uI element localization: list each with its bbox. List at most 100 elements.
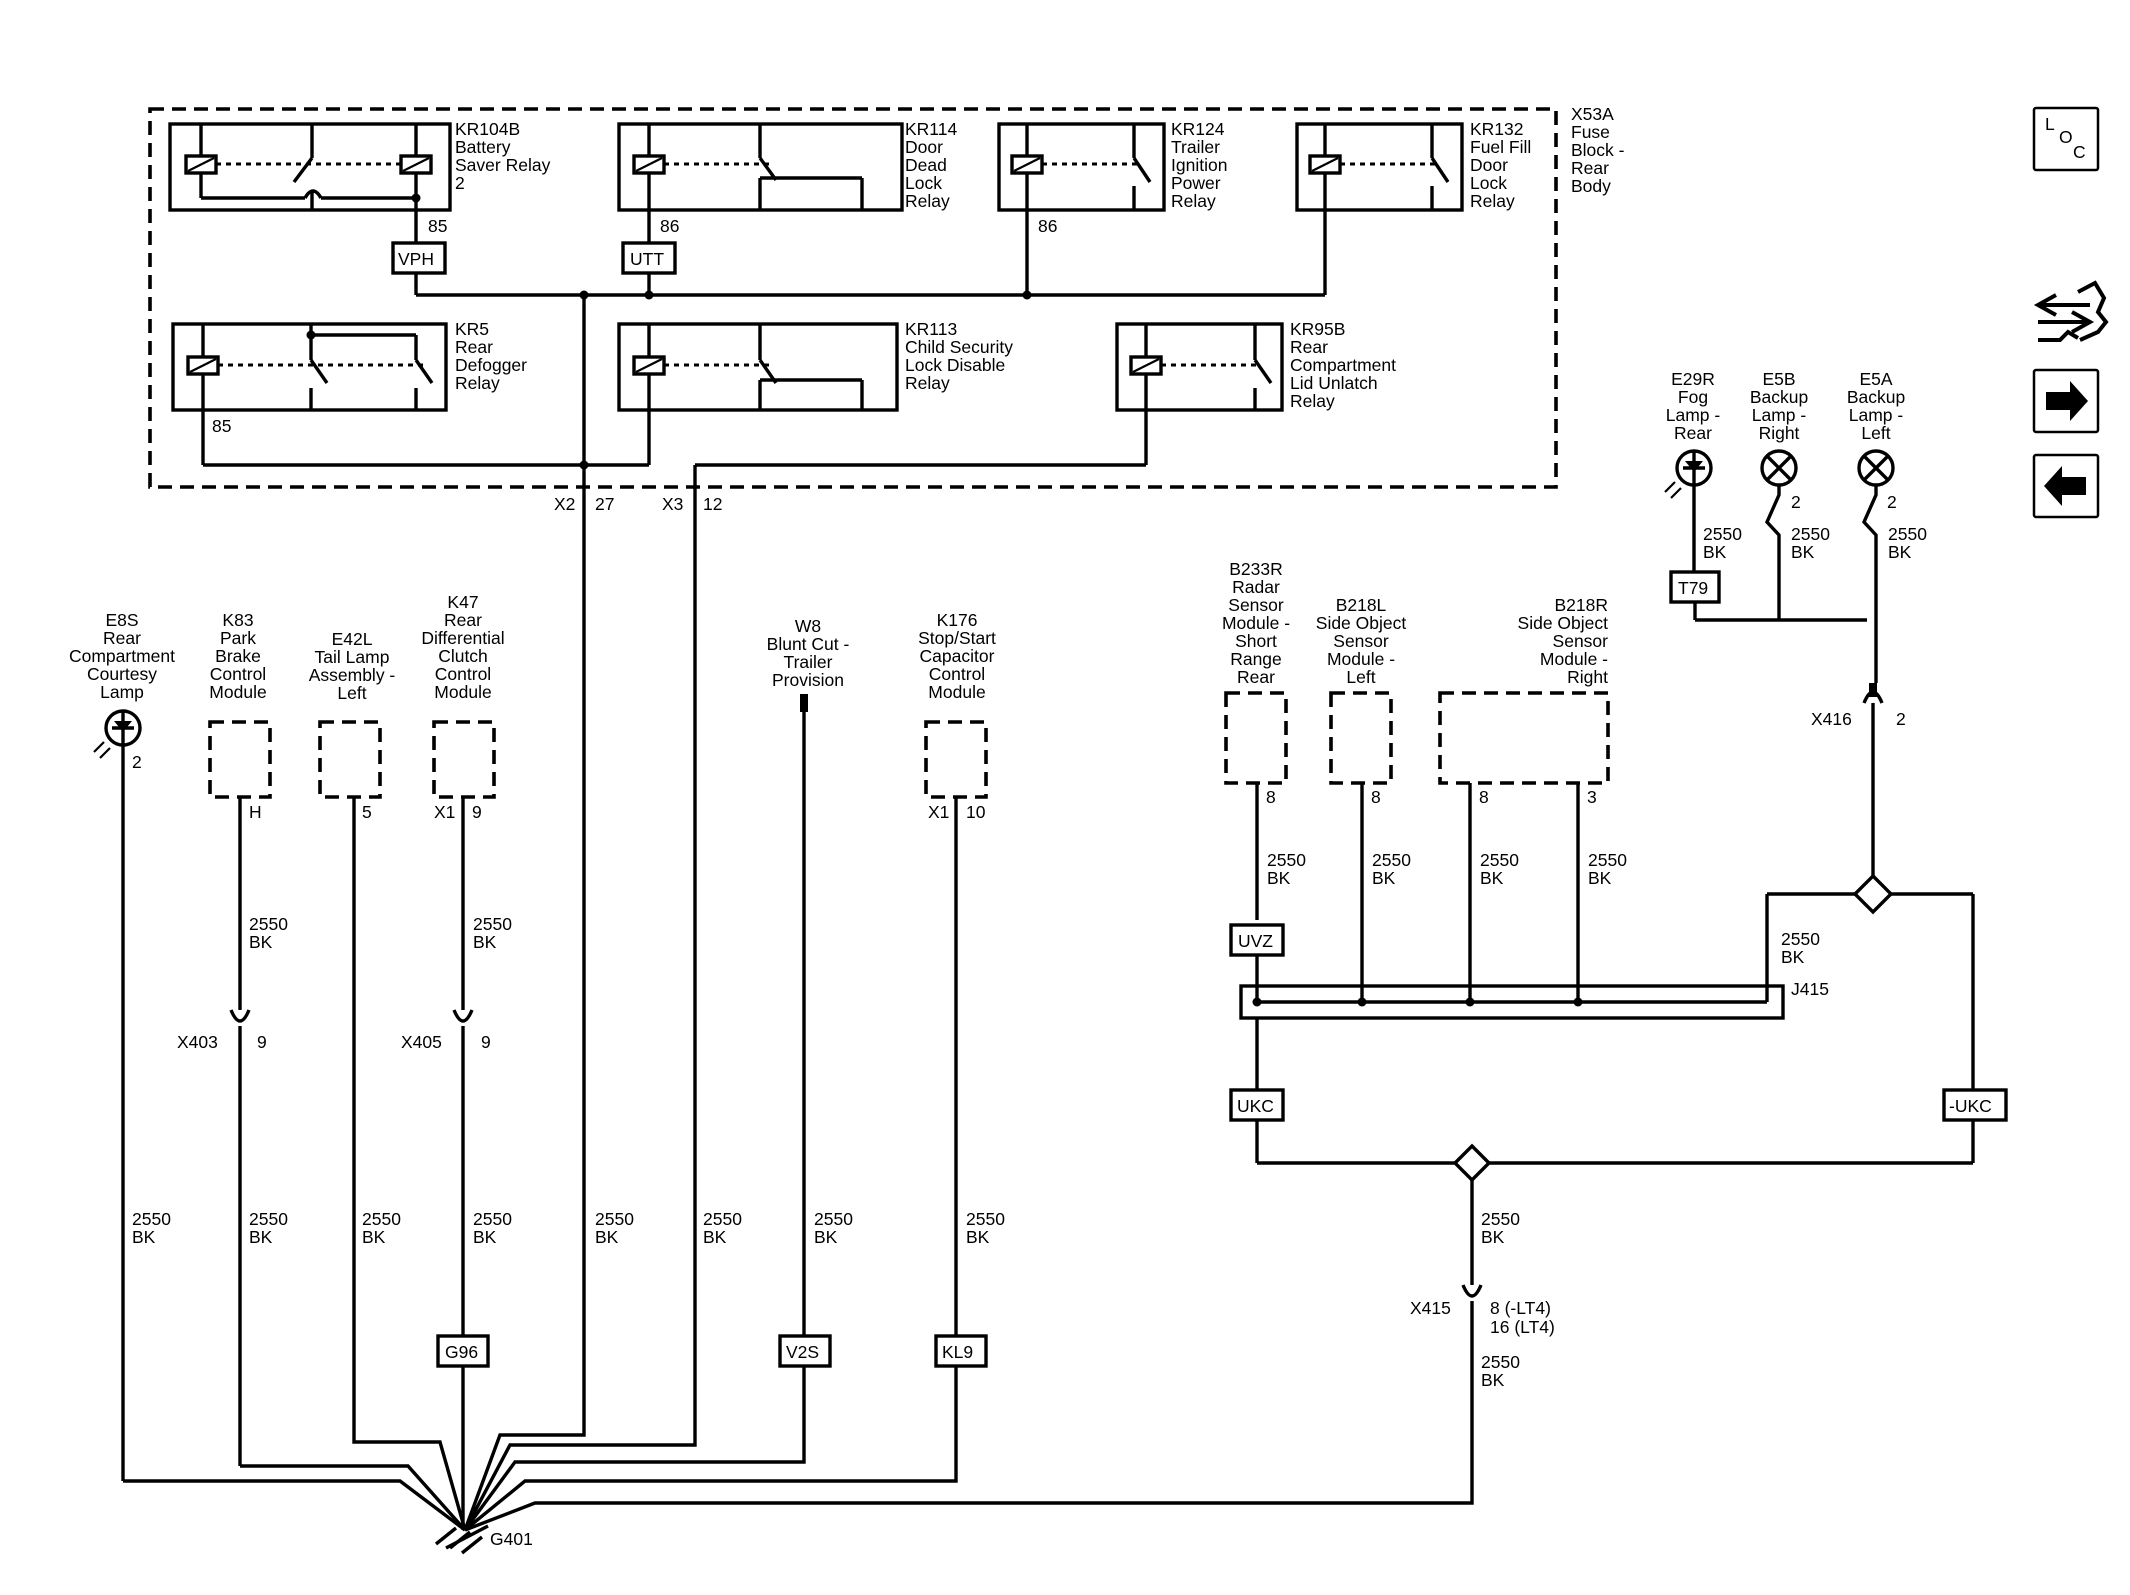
k176-pin: 10: [966, 802, 986, 822]
x415-pin-a: 8 (-LT4): [1490, 1298, 1551, 1318]
x403-label: X403: [177, 1032, 218, 1052]
k47-conn: X1: [434, 802, 455, 822]
ground-g401-icon: [434, 1524, 489, 1555]
splice-g96-label: G96: [445, 1342, 478, 1362]
splice-vph: [391, 241, 447, 275]
x415-pin-b: 16 (LT4): [1490, 1317, 1555, 1337]
x415-label: X415: [1410, 1298, 1451, 1318]
splice-ukc-label: UKC: [1237, 1096, 1274, 1116]
arrow-right-icon: [2046, 381, 2088, 421]
loc-letter-c: C: [2073, 142, 2086, 162]
connector-view-icon[interactable]: [2033, 280, 2109, 342]
location-view-button[interactable]: L O C: [2032, 106, 2100, 172]
x405-label: X405: [401, 1032, 442, 1052]
k47-pin: 9: [472, 802, 482, 822]
arrow-left-icon: [2044, 466, 2086, 506]
k176-conn: X1: [928, 802, 949, 822]
joint-j415-label: J415: [1791, 979, 1829, 999]
e42l-pin: 5: [362, 802, 372, 822]
splice-ukc: [1229, 1088, 1285, 1122]
b218l-pin: 8: [1371, 787, 1381, 807]
splice-kl9-label: KL9: [942, 1342, 973, 1362]
kr5-pin: 85: [212, 416, 231, 436]
ground-wires: [123, 1366, 1474, 1532]
splice-utt-label: UTT: [630, 249, 664, 269]
splice-ukc-neg-label: -UKC: [1949, 1096, 1992, 1116]
b218r-pin-a: 8: [1479, 787, 1489, 807]
x403-pin: 9: [257, 1032, 267, 1052]
e5a-pin: 2: [1887, 492, 1897, 512]
kr114-pin: 86: [660, 216, 679, 236]
x416-pin: 2: [1896, 709, 1906, 729]
e5b-pin: 2: [1791, 492, 1801, 512]
next-page-button[interactable]: [2032, 368, 2100, 434]
loc-letter-o: O: [2059, 127, 2073, 147]
connector-x415: X415 8 (-LT4) 16 (LT4): [1410, 1284, 1555, 1400]
splice-t79-label: T79: [1678, 578, 1708, 598]
exit-x2-pin: 27: [595, 494, 614, 514]
x405-pin: 9: [481, 1032, 491, 1052]
splice-vph-label: VPH: [398, 249, 434, 269]
splice-v2s-label: V2S: [786, 1342, 819, 1362]
splice-g96: [436, 1334, 490, 1368]
connector-x403: X403 9: [177, 1009, 267, 1466]
diamond-splice-lower: [1452, 1143, 1492, 1183]
ground-g401-label: G401: [490, 1529, 533, 1549]
splice-kl9: [934, 1334, 988, 1368]
e8s-pin: 2: [132, 752, 142, 772]
exit-x3: X3: [662, 494, 683, 514]
b233r-pin: 8: [1266, 787, 1276, 807]
previous-page-button[interactable]: [2032, 453, 2100, 519]
splice-ukc-neg: [1942, 1088, 2008, 1122]
